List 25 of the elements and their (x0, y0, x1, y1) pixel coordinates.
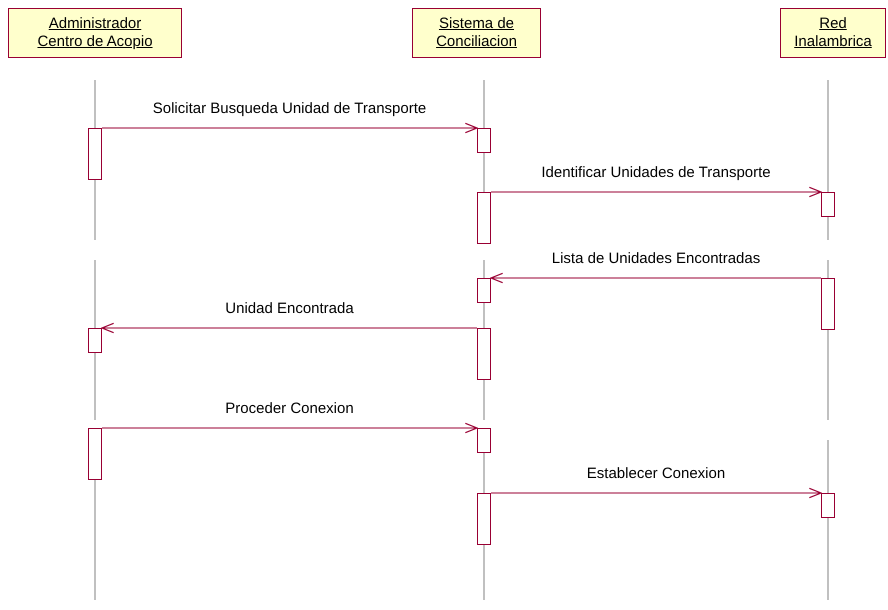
message-arrow (490, 186, 822, 198)
activation-bar (88, 128, 102, 180)
activation-bar (477, 128, 491, 153)
activation-bar (821, 192, 835, 217)
participant-name: Administrador Centro de Acopio (36, 15, 154, 51)
participant-box (780, 8, 886, 58)
participant-box (8, 8, 182, 58)
activation-bar (477, 278, 491, 303)
message-arrow (102, 122, 478, 134)
participant-name: Red Inalambrica (793, 15, 873, 51)
message-arrow (490, 488, 822, 498)
participant-name: Sistema de Conciliacion (435, 15, 518, 51)
activation-bar (477, 328, 491, 380)
activation-bar (477, 493, 491, 545)
message-arrow (102, 422, 478, 434)
activation-bar (88, 328, 102, 353)
activation-bar (477, 192, 491, 244)
activation-bar (477, 428, 491, 453)
message-label: Solicitar Busqueda Unidad de Transporte (150, 100, 428, 118)
participant-box (412, 8, 541, 58)
message-arrow (490, 272, 822, 284)
activation-bar (821, 278, 835, 330)
activation-bar (821, 493, 835, 518)
message-arrow (101, 322, 478, 334)
activation-bar (88, 428, 102, 480)
